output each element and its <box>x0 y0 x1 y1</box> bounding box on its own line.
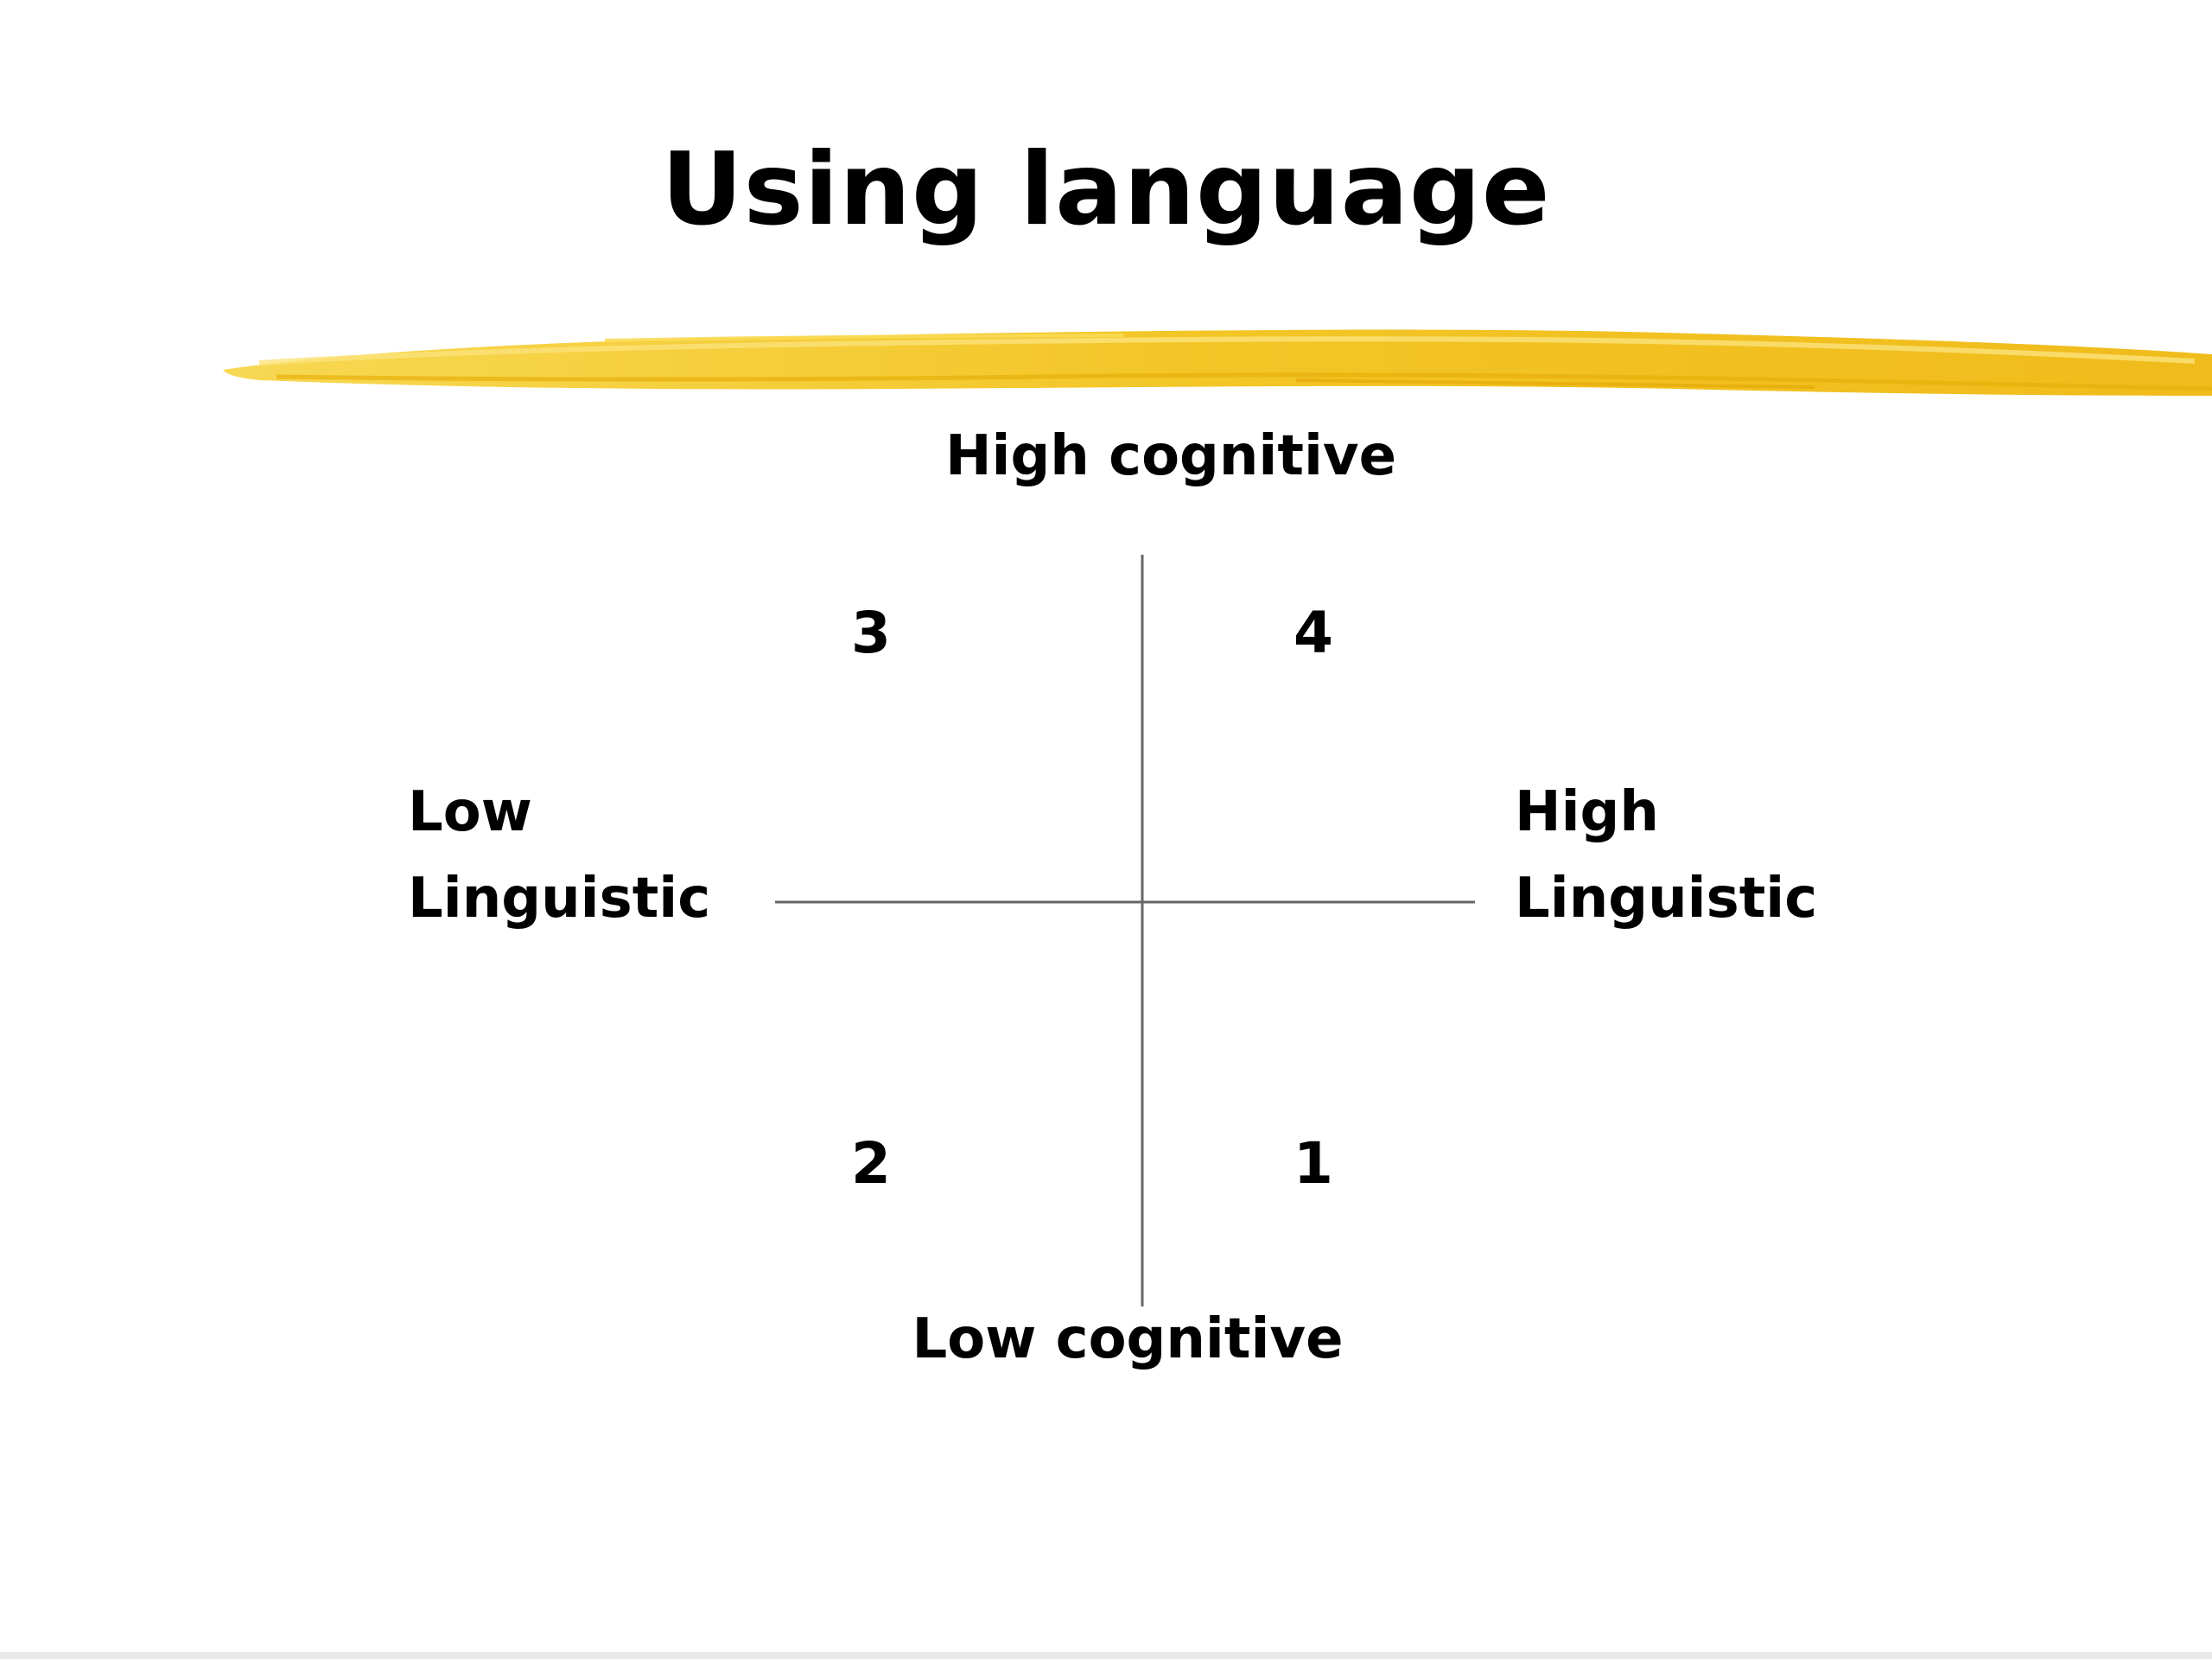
slide-title: Using language <box>661 131 1551 248</box>
high-cognitive-label: High cognitive <box>944 424 1397 488</box>
quadrant-4-number: 4 <box>1294 600 1333 666</box>
low-linguistic-label: Low Linguistic <box>408 769 710 942</box>
quadrant-2-number: 2 <box>851 1130 891 1197</box>
high-linguistic-label-line1: High <box>1515 780 1659 844</box>
high-linguistic-label: High Linguistic <box>1515 769 1817 942</box>
slide-bottom-edge <box>0 1652 2212 1659</box>
low-linguistic-label-line2: Linguistic <box>408 867 711 931</box>
quadrant-1-number: 1 <box>1294 1130 1333 1197</box>
quadrant-3-number: 3 <box>851 600 891 666</box>
high-linguistic-label-line2: Linguistic <box>1515 867 1818 931</box>
low-linguistic-label-line1: Low <box>408 780 532 844</box>
low-cognitive-label: Low cognitive <box>912 1307 1344 1371</box>
